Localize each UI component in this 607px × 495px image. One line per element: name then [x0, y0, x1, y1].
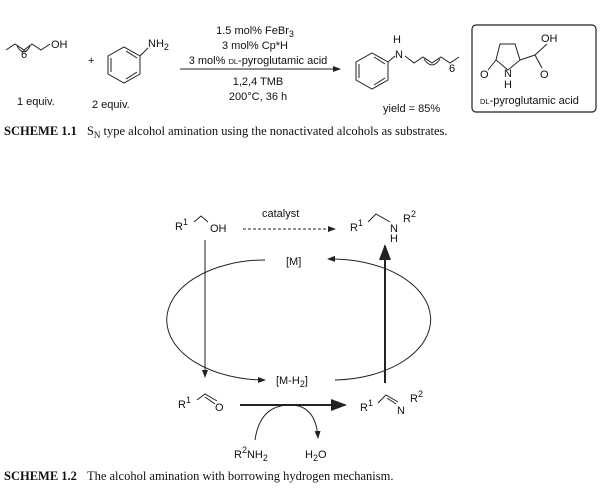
svg-text:N: N	[395, 49, 403, 61]
svg-text:N: N	[397, 405, 405, 417]
svg-text:N: N	[504, 68, 512, 80]
svg-text:R1: R1	[175, 217, 188, 233]
svg-text:R1: R1	[350, 218, 363, 234]
svg-text:DL-pyroglutamic acid: DL-pyroglutamic acid	[480, 95, 579, 107]
imine: R1 N R2	[360, 389, 423, 417]
cycle-arc-left	[166, 259, 266, 383]
svg-text:200°C, 36 h: 200°C, 36 h	[229, 91, 287, 103]
svg-text:NH2: NH2	[148, 38, 169, 52]
svg-text:1,2,4 TMB: 1,2,4 TMB	[233, 76, 284, 88]
svg-text:O: O	[540, 69, 549, 81]
cycle-arc-right	[327, 255, 432, 381]
water-byproduct: H2O	[305, 449, 327, 463]
catalyst-label: catalyst	[262, 208, 299, 220]
svg-text:R1: R1	[360, 398, 373, 414]
repeat-count: 6	[21, 49, 27, 61]
svg-text:R2: R2	[403, 209, 416, 225]
svg-text:R1: R1	[178, 395, 191, 411]
alcohol-substrate: R1 OH	[175, 215, 227, 235]
svg-text:H: H	[504, 79, 512, 91]
metal-catalyst: [M]	[286, 256, 301, 268]
svg-text:3 mol% Cp*H: 3 mol% Cp*H	[222, 40, 288, 52]
yield-label: yield = 85%	[383, 103, 440, 115]
plus-sign: +	[88, 55, 94, 67]
curved-arrow	[254, 404, 321, 441]
reactant-alcohol: OH 6 1 equiv.	[5, 39, 68, 108]
reaction-conditions: 1.5 mol% FeBr3 3 mol% Cp*H 3 mol% DL-pyr…	[180, 25, 341, 103]
svg-text:R2: R2	[410, 389, 423, 405]
reactant-aniline: NH2 2 equiv.	[92, 38, 169, 111]
product-amine: H N 6 yield = 85%	[355, 34, 460, 115]
svg-text:1.5 mol% FeBr3: 1.5 mol% FeBr3	[216, 25, 294, 39]
oh-label: OH	[51, 39, 68, 51]
svg-text:O: O	[215, 402, 224, 414]
pyroglutamic-acid-box: OH O O N H DL-pyroglutamic acid	[471, 24, 597, 113]
svg-text:H: H	[390, 233, 398, 245]
svg-text:OH: OH	[210, 223, 227, 235]
svg-text:N: N	[390, 223, 398, 235]
svg-text:6: 6	[449, 63, 455, 75]
amine-product: R1 N H R2	[350, 209, 416, 245]
svg-text:H: H	[393, 34, 401, 46]
svg-text:OH: OH	[541, 33, 558, 45]
aldehyde: R1 O	[178, 393, 224, 414]
equiv-label: 1 equiv.	[17, 96, 55, 108]
amine-reagent: R2NH2	[234, 445, 268, 463]
svg-text:O: O	[480, 69, 489, 81]
svg-text:3 mol% DL-pyroglutamic acid: 3 mol% DL-pyroglutamic acid	[189, 55, 328, 67]
metal-hydride: [M-H2]	[276, 375, 308, 389]
equiv-label: 2 equiv.	[92, 99, 130, 111]
